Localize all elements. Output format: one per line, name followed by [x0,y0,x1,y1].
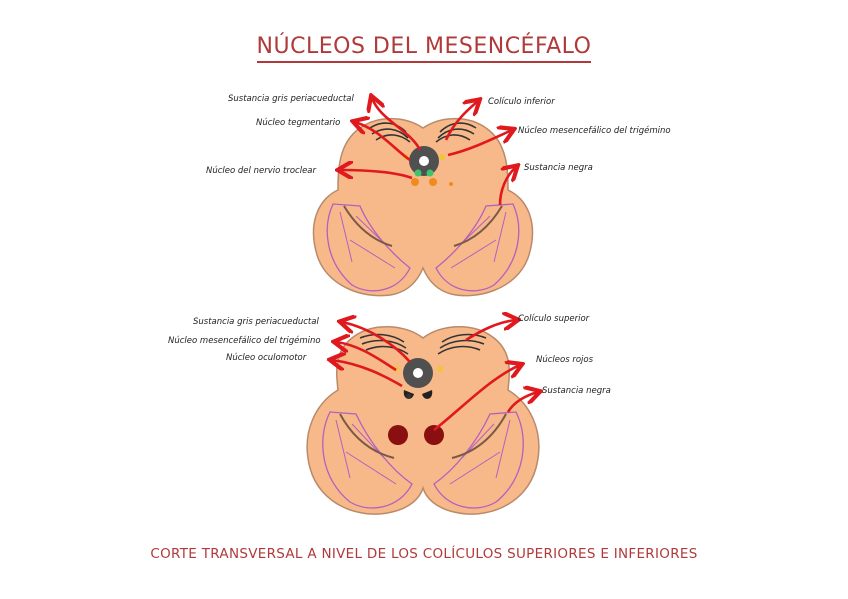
inferior-colliculus-section [312,117,534,297]
figure-caption: CORTE TRANSVERSAL A NIVEL DE LOS COLÍCUL… [150,546,698,562]
label-red-nuclei: Núcleos rojos [536,355,594,365]
superior-section-outline [306,326,540,515]
label-superior-periaqueductal: Sustancia gris periacueductal [193,317,319,327]
label-oculomotor-nucleus: Núcleo oculomotor [226,353,307,363]
label-trochlear-nucleus: Núcleo del nervio troclear [206,166,317,176]
superior-colliculus-section [306,326,540,515]
label-superior-mesencephalic-trigeminal: Núcleo mesencefálico del trigémino [168,335,321,346]
label-inferior-periaqueductal: Sustancia gris periacueductal [228,94,354,104]
label-tegmental-nucleus: Núcleo tegmentario [256,118,340,128]
label-superior-colliculus: Colículo superior [518,314,590,324]
inferior-section-outline [312,117,534,297]
label-superior-substantia-nigra: Sustancia negra [542,386,611,396]
label-inferior-colliculus: Colículo inferior [488,97,555,107]
page-title: NÚCLEOS DEL MESENCÉFALO [0,34,848,63]
label-inferior-mesencephalic-trigeminal: Núcleo mesencefálico del trigémino [518,125,671,136]
label-inferior-substantia-nigra: Sustancia negra [524,163,593,173]
